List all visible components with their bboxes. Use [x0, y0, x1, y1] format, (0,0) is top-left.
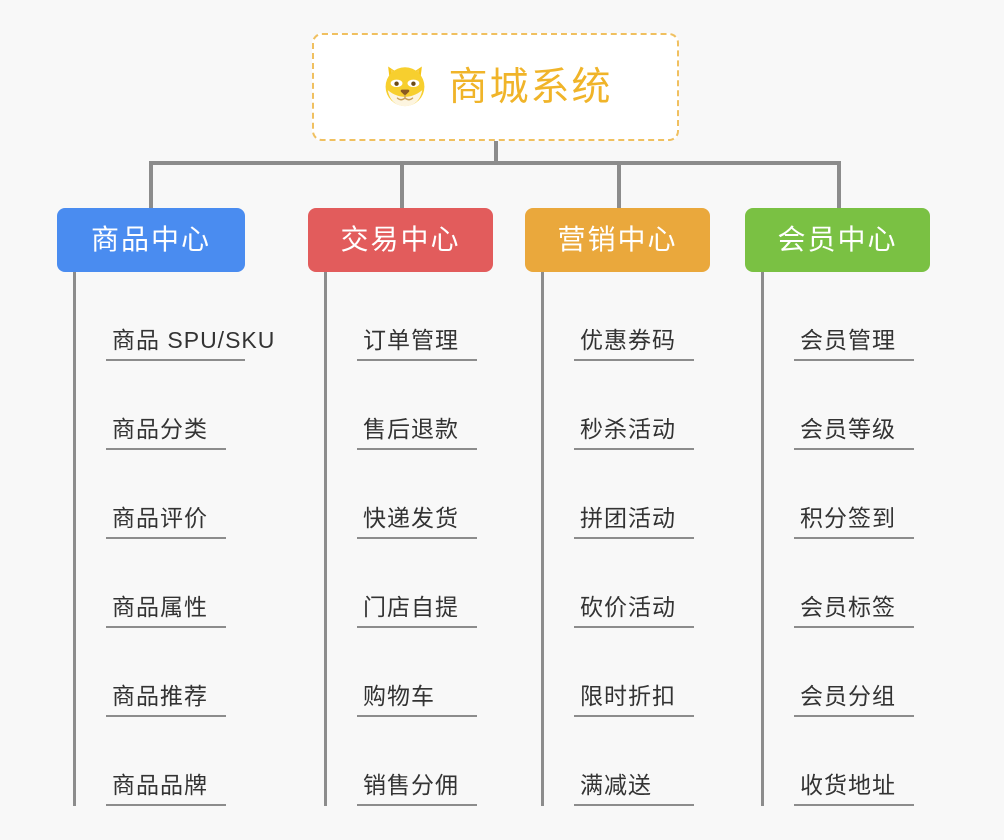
list-item[interactable]: 商品 SPU/SKU — [76, 272, 274, 361]
leaf-label: 商品推荐 — [112, 682, 208, 709]
leaf-label: 销售分佣 — [363, 771, 459, 798]
leaf-list-marketing-center: 优惠券码 秒杀活动 拼团活动 砍价活动 限时折扣 满减送 — [541, 272, 710, 806]
list-item[interactable]: 商品推荐 — [76, 628, 245, 717]
list-item[interactable]: 会员管理 — [764, 272, 930, 361]
column-member-center: 会员中心 会员管理 会员等级 积分签到 会员标签 会员分组 收货地址 — [745, 208, 930, 806]
category-box-marketing-center[interactable]: 营销中心 — [525, 208, 710, 272]
leaf-label: 会员等级 — [800, 415, 896, 442]
root-title: 商城系统 — [448, 65, 613, 109]
list-item[interactable]: 订单管理 — [327, 272, 493, 361]
column-marketing-center: 营销中心 优惠券码 秒杀活动 拼团活动 砍价活动 限时折扣 满减送 — [525, 208, 710, 806]
list-item[interactable]: 商品评价 — [76, 450, 245, 539]
list-item[interactable]: 快递发货 — [327, 450, 493, 539]
list-item[interactable]: 砍价活动 — [544, 539, 710, 628]
connector-root-stem — [494, 141, 498, 165]
leaf-label: 积分签到 — [800, 504, 896, 531]
list-item[interactable]: 商品分类 — [76, 361, 245, 450]
list-item[interactable]: 会员标签 — [764, 539, 930, 628]
connector-drop-4 — [837, 161, 841, 209]
list-item[interactable]: 秒杀活动 — [544, 361, 710, 450]
leaf-label: 会员分组 — [800, 682, 896, 709]
connector-drop-3 — [617, 161, 621, 209]
list-item[interactable]: 限时折扣 — [544, 628, 710, 717]
leaf-label: 优惠券码 — [580, 326, 676, 353]
leaf-label: 秒杀活动 — [580, 415, 676, 442]
list-item[interactable]: 门店自提 — [327, 539, 493, 628]
leaf-list-member-center: 会员管理 会员等级 积分签到 会员标签 会员分组 收货地址 — [761, 272, 930, 806]
list-item[interactable]: 会员分组 — [764, 628, 930, 717]
leaf-label: 砍价活动 — [580, 593, 676, 620]
leaf-label: 商品评价 — [112, 504, 208, 531]
dog-face-icon — [378, 58, 432, 117]
leaf-label: 快递发货 — [363, 504, 459, 531]
category-label: 交易中心 — [340, 224, 461, 255]
leaf-label: 收货地址 — [800, 771, 896, 798]
list-item[interactable]: 收货地址 — [764, 717, 930, 806]
column-trade-center: 交易中心 订单管理 售后退款 快递发货 门店自提 购物车 销售分佣 — [308, 208, 493, 806]
list-item[interactable]: 商品属性 — [76, 539, 245, 628]
leaf-label: 商品分类 — [112, 415, 208, 442]
list-item[interactable]: 销售分佣 — [327, 717, 493, 806]
category-label: 商品中心 — [90, 224, 211, 255]
column-product-center: 商品中心 商品 SPU/SKU 商品分类 商品评价 商品属性 商品推荐 商品品牌 — [57, 208, 274, 806]
list-item[interactable]: 售后退款 — [327, 361, 493, 450]
category-box-member-center[interactable]: 会员中心 — [745, 208, 930, 272]
leaf-label: 满减送 — [580, 771, 652, 798]
leaf-list-trade-center: 订单管理 售后退款 快递发货 门店自提 购物车 销售分佣 — [324, 272, 493, 806]
leaf-label: 商品品牌 — [112, 771, 208, 798]
connector-drop-2 — [400, 161, 404, 209]
list-item[interactable]: 拼团活动 — [544, 450, 710, 539]
list-item[interactable]: 满减送 — [544, 717, 710, 806]
leaf-label: 售后退款 — [363, 415, 459, 442]
leaf-label: 订单管理 — [363, 326, 459, 353]
category-box-product-center[interactable]: 商品中心 — [57, 208, 245, 272]
list-item[interactable]: 购物车 — [327, 628, 493, 717]
category-label: 会员中心 — [777, 224, 898, 255]
list-item[interactable]: 商品品牌 — [76, 717, 245, 806]
connector-drop-1 — [149, 161, 153, 209]
leaf-label: 会员管理 — [800, 326, 896, 353]
category-box-trade-center[interactable]: 交易中心 — [308, 208, 493, 272]
leaf-label: 商品属性 — [112, 593, 208, 620]
category-label: 营销中心 — [557, 224, 678, 255]
leaf-label: 门店自提 — [363, 593, 459, 620]
connector-horizontal-bus — [150, 161, 840, 165]
leaf-list-product-center: 商品 SPU/SKU 商品分类 商品评价 商品属性 商品推荐 商品品牌 — [73, 272, 274, 806]
root-node[interactable]: 商城系统 — [312, 33, 679, 141]
leaf-label: 拼团活动 — [580, 504, 676, 531]
leaf-label: 会员标签 — [800, 593, 896, 620]
list-item[interactable]: 优惠券码 — [544, 272, 710, 361]
leaf-label: 限时折扣 — [580, 682, 676, 709]
list-item[interactable]: 会员等级 — [764, 361, 930, 450]
list-item[interactable]: 积分签到 — [764, 450, 930, 539]
leaf-label: 商品 SPU/SKU — [112, 326, 276, 353]
leaf-label: 购物车 — [363, 682, 435, 709]
